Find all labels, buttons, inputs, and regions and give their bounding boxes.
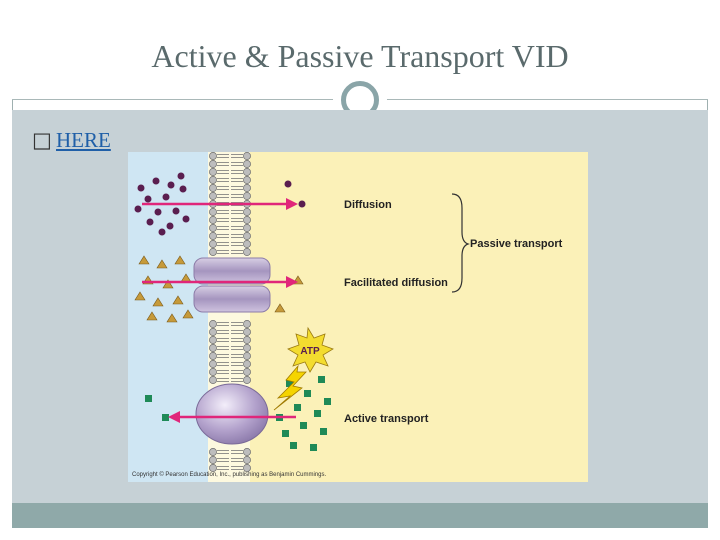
lightning-icon bbox=[273, 364, 307, 411]
lipid-head bbox=[209, 160, 217, 168]
lipid-head bbox=[243, 160, 251, 168]
transport-diagram-svg: ATP Diffusion Facilitated diffusion Acti… bbox=[128, 152, 588, 482]
lipid-head bbox=[209, 464, 217, 472]
lipid-head bbox=[209, 152, 217, 160]
lipid-head bbox=[243, 232, 251, 240]
slide-title: Active & Passive Transport VID bbox=[151, 38, 569, 74]
title-rule-left bbox=[12, 99, 334, 100]
transport-diagram: ATP Diffusion Facilitated diffusion Acti… bbox=[128, 152, 588, 482]
carrier-protein bbox=[195, 383, 269, 445]
lipid-head bbox=[243, 152, 251, 160]
lipid-head bbox=[209, 448, 217, 456]
lipid-head bbox=[243, 456, 251, 464]
lipid-head bbox=[209, 328, 217, 336]
lipid-head bbox=[209, 336, 217, 344]
lipid-head bbox=[209, 208, 217, 216]
lipid-head bbox=[209, 224, 217, 232]
lipid-head bbox=[243, 320, 251, 328]
lipid-head bbox=[209, 376, 217, 384]
bullet-icon: □ bbox=[32, 128, 52, 152]
lipid-head bbox=[243, 376, 251, 384]
active-molecules bbox=[145, 376, 331, 451]
atp-label: ATP bbox=[300, 346, 320, 357]
lipid-head bbox=[209, 352, 217, 360]
copyright-text: Copyright © Pearson Education, Inc., pub… bbox=[132, 471, 327, 478]
label-active-transport: Active transport bbox=[344, 413, 429, 425]
lipid-head bbox=[209, 248, 217, 256]
outside-region bbox=[128, 152, 208, 482]
passive-bracket bbox=[451, 193, 470, 293]
lipid-head bbox=[243, 168, 251, 176]
lipid-head bbox=[209, 368, 217, 376]
diffusion-molecules bbox=[134, 172, 306, 236]
lipid-head bbox=[243, 208, 251, 216]
lipid-head bbox=[209, 240, 217, 248]
lipid-head bbox=[209, 360, 217, 368]
footer-bar bbox=[12, 503, 708, 528]
lipid-head bbox=[243, 360, 251, 368]
lipid-head bbox=[243, 464, 251, 472]
lipid-head bbox=[209, 232, 217, 240]
membrane-bilayer bbox=[209, 152, 251, 472]
label-passive-transport: Passive transport bbox=[470, 238, 563, 250]
lipid-head bbox=[243, 192, 251, 200]
lipid-head bbox=[243, 368, 251, 376]
lipid-head bbox=[209, 344, 217, 352]
lipid-head bbox=[243, 224, 251, 232]
lipid-head bbox=[243, 216, 251, 224]
lipid-head bbox=[243, 448, 251, 456]
lipid-head bbox=[209, 456, 217, 464]
here-link[interactable]: HERE bbox=[56, 128, 111, 152]
diffusion-arrow bbox=[142, 198, 298, 210]
lipid-head bbox=[243, 328, 251, 336]
lipid-head bbox=[209, 168, 217, 176]
channel-protein bbox=[193, 257, 271, 313]
lipid-head bbox=[209, 176, 217, 184]
facilitated-arrow bbox=[142, 276, 298, 288]
lipid-head bbox=[209, 320, 217, 328]
title-rule-right bbox=[386, 99, 708, 100]
lipid-head bbox=[243, 344, 251, 352]
lipid-head bbox=[209, 184, 217, 192]
lipid-head bbox=[243, 176, 251, 184]
label-diffusion: Diffusion bbox=[344, 199, 392, 211]
lipid-head bbox=[243, 240, 251, 248]
lipid-head bbox=[243, 336, 251, 344]
lipid-head bbox=[243, 248, 251, 256]
label-facilitated-diffusion: Facilitated diffusion bbox=[344, 277, 448, 289]
lipid-head bbox=[209, 192, 217, 200]
atp-burst-icon: ATP bbox=[287, 326, 334, 373]
facilitated-molecules bbox=[134, 255, 304, 323]
lipid-head bbox=[243, 352, 251, 360]
active-arrow bbox=[168, 411, 296, 423]
lipid-head bbox=[209, 216, 217, 224]
lipid-head bbox=[243, 184, 251, 192]
